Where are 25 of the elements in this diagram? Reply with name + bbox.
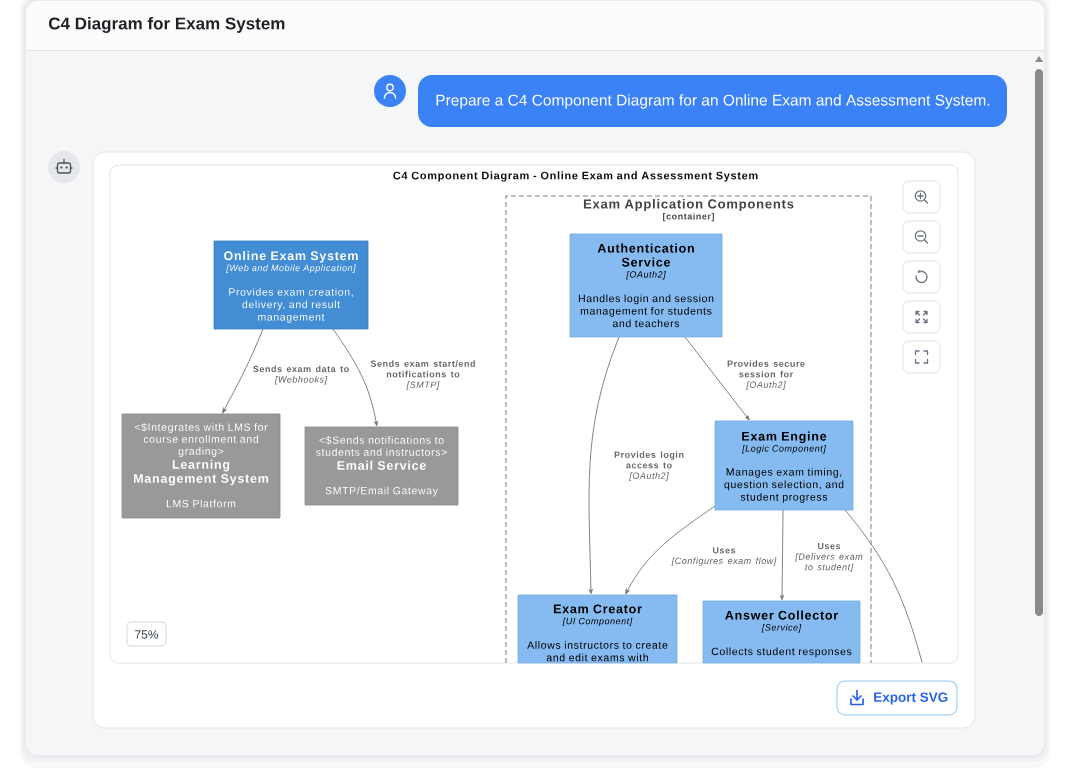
component-box: Exam Creator [UI Component] Allows instructors to create and edit exams with [517, 594, 678, 664]
arrow [684, 336, 750, 421]
component-box: Answer Collector [Service] Collects student responses [702, 600, 861, 664]
diagram-title: C4 Component Diagram - Online Exam and Assessment System [393, 171, 758, 182]
external-system-box: <$Sends notifications to students and instructors> Email Service SMTP/Email Gateway [304, 426, 459, 506]
system-box: Online Exam System [Web and Mobile Application] Provides exam creation, delivery, and result management [213, 240, 369, 330]
edge-label: Provides secure session for [OAuth2] [727, 360, 805, 390]
message-bubble: Prepare a C4 Component Diagram for an Online Exam and Assessment System. [418, 75, 1007, 127]
panel-title: C4 Diagram for Exam System [48, 17, 285, 33]
component-box: Exam Engine [Logic Component] Manages exam timing, question selection, and student progress [714, 420, 854, 511]
edge-label: Sends exam data to [Webhooks] [253, 365, 349, 385]
edge-label: Uses [Delivers exam to student] [795, 542, 863, 572]
component-box: Authentication Service [OAuth2] Handles login and session management for students and teachers [569, 233, 723, 338]
export-button: Export SVG [836, 680, 958, 716]
edge-label: Sends exam start/end notifications to [SMTP] [370, 360, 475, 390]
edge-label: Provides login access to [OAuth2] [614, 451, 684, 481]
edge-label: Uses [Configures exam flow] [671, 547, 777, 566]
zoom-level-indicator: 75% [126, 621, 167, 647]
external-system-box: <$Integrates with LMS for course enrollment and grading> Learning Management System LMS Platform [121, 413, 281, 519]
arrow [780, 509, 785, 601]
arrow [222, 328, 264, 414]
arrow [332, 328, 378, 427]
connector-line [844, 509, 923, 663]
arrow [625, 505, 716, 595]
arrow [588, 336, 620, 595]
